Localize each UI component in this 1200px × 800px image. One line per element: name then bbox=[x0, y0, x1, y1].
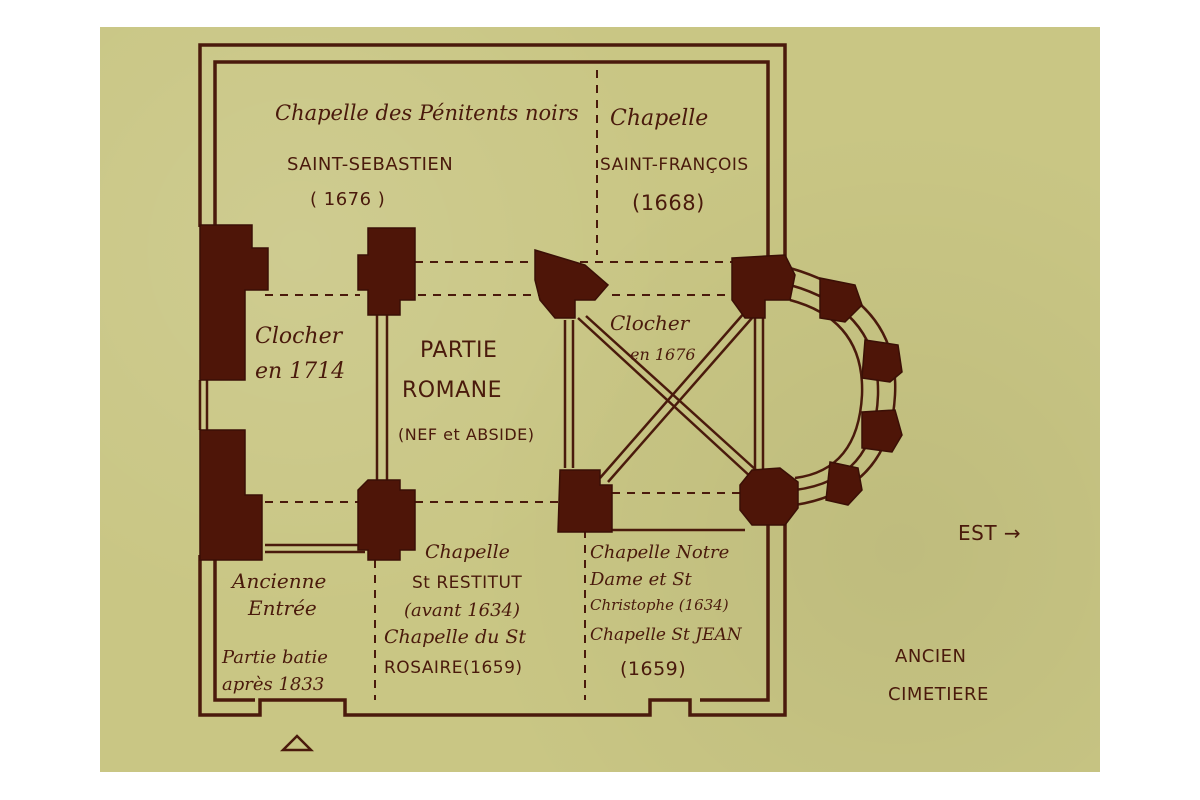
label-notredame-3: Christophe (1634) bbox=[590, 596, 729, 614]
label-entree-1: Ancienne bbox=[230, 569, 326, 593]
label-romane-1: PARTIE bbox=[420, 338, 497, 363]
label-romane-2: ROMANE bbox=[402, 378, 502, 403]
label-penitents-3: ( 1676 ) bbox=[310, 189, 385, 210]
label-clocher1714-1: Clocher bbox=[255, 324, 344, 349]
label-restitut-1: Chapelle bbox=[425, 541, 510, 563]
label-francois-3: (1668) bbox=[632, 191, 705, 215]
label-est: EST → bbox=[958, 521, 1021, 545]
interior-walls bbox=[265, 312, 765, 554]
label-cimetiere-1: ANCIEN bbox=[895, 646, 967, 667]
label-clocher1676-2: en 1676 bbox=[630, 345, 696, 364]
label-restitut-5: ROSAIRE(1659) bbox=[384, 658, 523, 678]
label-batie-2: après 1833 bbox=[222, 674, 324, 695]
interior-dashed-lines bbox=[265, 70, 740, 700]
label-notredame-4: Chapelle St JEAN bbox=[590, 625, 743, 645]
plaque-background bbox=[100, 27, 1100, 772]
label-francois-2: SAINT-FRANÇOIS bbox=[600, 155, 749, 175]
label-francois-1: Chapelle bbox=[610, 106, 708, 131]
label-restitut-4: Chapelle du St bbox=[384, 626, 526, 648]
label-penitents-1: Chapelle des Pénitents noirs bbox=[275, 101, 579, 125]
label-clocher1714-2: en 1714 bbox=[255, 359, 345, 384]
label-batie-1: Partie batie bbox=[221, 647, 328, 668]
label-restitut-3: (avant 1634) bbox=[404, 600, 520, 621]
crossing-vault-lines bbox=[577, 311, 757, 483]
label-restitut-2: St RESTITUT bbox=[412, 573, 522, 593]
label-romane-3: (NEF et ABSIDE) bbox=[398, 425, 535, 444]
label-notredame-2: Dame et St bbox=[589, 569, 693, 590]
label-notredame-5: (1659) bbox=[620, 658, 686, 680]
label-cimetiere-2: CIMETIERE bbox=[888, 684, 989, 705]
entrance-triangle-icon bbox=[279, 734, 315, 752]
piers bbox=[199, 224, 903, 561]
label-entree-2: Entrée bbox=[247, 596, 317, 620]
outer-walls bbox=[198, 43, 787, 717]
label-clocher1676-1: Clocher bbox=[610, 311, 691, 335]
label-penitents-2: SAINT-SEBASTIEN bbox=[287, 154, 453, 175]
label-notredame-1: Chapelle Notre bbox=[590, 542, 729, 563]
